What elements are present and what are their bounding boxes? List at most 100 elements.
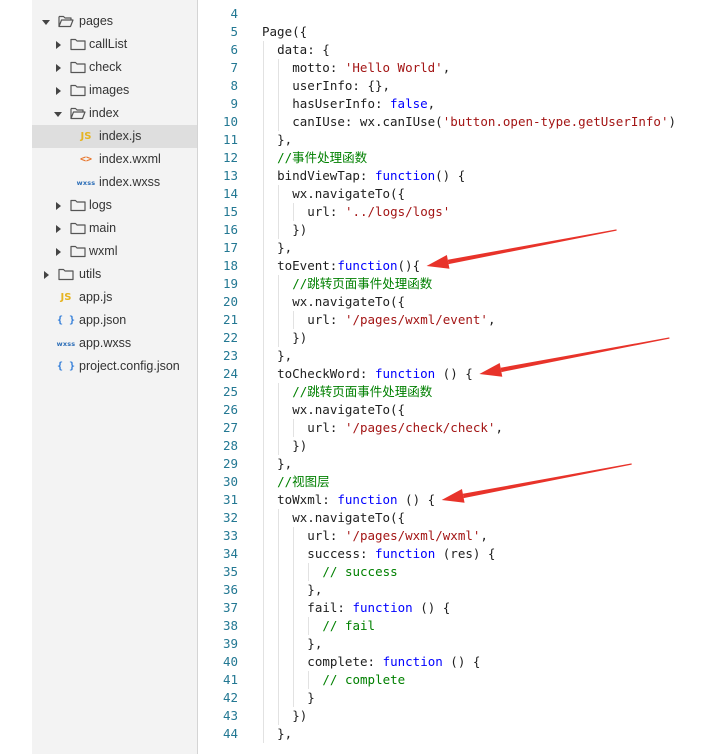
caret-right-icon[interactable]: [54, 202, 62, 210]
code-line[interactable]: //跳转页面事件处理函数: [292, 383, 432, 401]
code-token: bindViewTap:: [277, 168, 375, 183]
code-token: 'button.open-type.getUserInfo': [442, 114, 669, 129]
tree-item[interactable]: { }project.config.json: [32, 355, 197, 378]
line-number: 35: [222, 564, 238, 579]
tree-item[interactable]: logs: [32, 194, 197, 217]
caret-right-icon[interactable]: [42, 271, 50, 279]
code-line[interactable]: url: '/pages/wxml/event',: [307, 311, 495, 329]
line-number: 9: [230, 96, 238, 111]
line-number: 37: [222, 600, 238, 615]
tree-item-label: index: [89, 106, 119, 120]
code-line[interactable]: url: '/pages/wxml/wxml',: [307, 527, 488, 545]
caret-right-icon[interactable]: [54, 248, 62, 256]
sidebar-divider[interactable]: [197, 0, 198, 754]
code-line[interactable]: data: {: [277, 41, 330, 59]
code-line[interactable]: },: [277, 239, 292, 257]
code-line[interactable]: toEvent:function(){: [277, 257, 420, 275]
code-line[interactable]: wx.navigateTo({: [292, 293, 405, 311]
caret-right-icon[interactable]: [54, 41, 62, 49]
code-line[interactable]: }): [292, 437, 307, 455]
code-token: wx.navigateTo({: [292, 186, 406, 201]
code-token: // success: [322, 564, 398, 579]
line-number: 12: [222, 150, 238, 165]
tree-item[interactable]: <>index.wxml: [32, 148, 197, 171]
tree-item-label: app.js: [79, 290, 113, 304]
code-line[interactable]: toWxml: function () {: [277, 491, 435, 509]
code-line[interactable]: bindViewTap: function() {: [277, 167, 465, 185]
line-number: 27: [222, 420, 238, 435]
code-line[interactable]: //事件处理函数: [277, 149, 367, 167]
code-token: },: [307, 636, 323, 651]
code-token: },: [277, 348, 293, 363]
code-line[interactable]: }: [307, 689, 315, 707]
folder-icon: [69, 199, 87, 212]
code-line[interactable]: canIUse: wx.canIUse('button.open-type.ge…: [292, 113, 676, 131]
tree-item[interactable]: check: [32, 56, 197, 79]
code-line[interactable]: },: [307, 635, 322, 653]
tree-item[interactable]: index: [32, 102, 197, 125]
code-token: ,: [480, 528, 488, 543]
tree-item-label: wxml: [89, 244, 118, 258]
code-line[interactable]: complete: function () {: [307, 653, 480, 671]
code-line[interactable]: Page({: [262, 23, 307, 41]
code-line[interactable]: }): [292, 707, 307, 725]
code-token: '/pages/wxml/event': [344, 312, 488, 327]
caret-right-icon[interactable]: [54, 87, 62, 95]
code-line[interactable]: },: [277, 725, 292, 743]
tree-item[interactable]: images: [32, 79, 197, 102]
code-line[interactable]: url: '/pages/check/check',: [307, 419, 503, 437]
line-number: 15: [222, 204, 238, 219]
code-line[interactable]: },: [277, 455, 292, 473]
code-line[interactable]: //跳转页面事件处理函数: [292, 275, 432, 293]
caret-right-icon[interactable]: [54, 64, 62, 72]
line-number: 32: [222, 510, 238, 525]
caret-right-icon[interactable]: [54, 225, 62, 233]
code-line[interactable]: },: [277, 131, 292, 149]
code-line[interactable]: wx.navigateTo({: [292, 185, 405, 203]
code-line[interactable]: }): [292, 221, 307, 239]
code-token: canIUse: wx.canIUse(: [292, 114, 443, 129]
line-number: 19: [222, 276, 238, 291]
code-line[interactable]: success: function (res) {: [307, 545, 495, 563]
code-line[interactable]: url: '../logs/logs': [307, 203, 450, 221]
code-line[interactable]: hasUserInfo: false,: [292, 95, 435, 113]
tree-item[interactable]: utils: [32, 263, 197, 286]
code-line[interactable]: // complete: [322, 671, 405, 689]
tree-item[interactable]: callList: [32, 33, 197, 56]
code-line[interactable]: //视图层: [277, 473, 330, 491]
tree-item[interactable]: main: [32, 217, 197, 240]
code-line[interactable]: }): [292, 329, 307, 347]
code-line[interactable]: // fail: [322, 617, 375, 635]
code-line[interactable]: // success: [322, 563, 397, 581]
line-number: 6: [230, 42, 238, 57]
code-line[interactable]: },: [277, 347, 292, 365]
code-line[interactable]: motto: 'Hello World',: [292, 59, 450, 77]
tree-item[interactable]: pages: [32, 10, 197, 33]
line-number: 22: [222, 330, 238, 345]
code-line[interactable]: fail: function () {: [307, 599, 450, 617]
code-line[interactable]: wx.navigateTo({: [292, 401, 405, 419]
line-number: 40: [222, 654, 238, 669]
code-token: url:: [307, 204, 345, 219]
code-line[interactable]: wx.navigateTo({: [292, 509, 405, 527]
folder-icon: [69, 245, 87, 258]
tree-item[interactable]: { }app.json: [32, 309, 197, 332]
folder-icon: [69, 84, 87, 97]
caret-down-icon[interactable]: [54, 110, 62, 118]
tree-item[interactable]: wxml: [32, 240, 197, 263]
folder-icon: [69, 61, 87, 74]
code-line[interactable]: userInfo: {},: [292, 77, 390, 95]
line-number: 31: [222, 492, 238, 507]
code-line[interactable]: toCheckWord: function () {: [277, 365, 473, 383]
code-line[interactable]: },: [307, 581, 322, 599]
code-token: data: {: [277, 42, 330, 57]
code-token: function: [374, 366, 436, 381]
code-token: },: [277, 132, 293, 147]
caret-down-icon[interactable]: [42, 18, 50, 26]
line-number: 23: [222, 348, 238, 363]
